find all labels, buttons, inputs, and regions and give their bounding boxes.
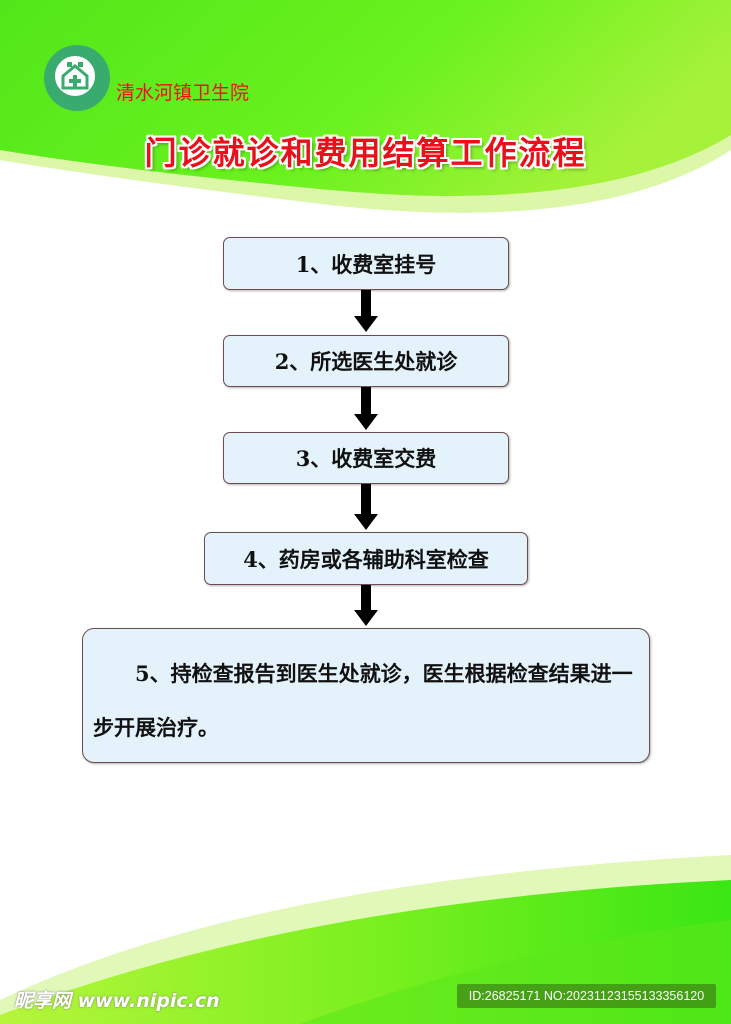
step-2-box: 2、所选医生处就诊: [223, 335, 509, 387]
step-1-box: 1、收费室挂号: [223, 237, 509, 290]
step-3-box: 3、收费室交费: [223, 432, 509, 484]
watermark-id: ID:26825171 NO:20231123155133356120: [457, 984, 716, 1008]
step-5-box: 5、持检查报告到医生处就诊，医生根据检查结果进一步开展治疗。: [82, 628, 650, 763]
hospital-logo: [44, 45, 110, 111]
hospital-name: 清水河镇卫生院: [116, 82, 250, 104]
header-wave: [0, 0, 731, 196]
watermark-logo: 昵享网 www.nipic.cn: [14, 990, 220, 1012]
page-title: 门诊就诊和费用结算工作流程: [144, 134, 587, 172]
step-4-box: 4、药房或各辅助科室检查: [204, 532, 528, 585]
house-cross-icon: [61, 62, 89, 90]
